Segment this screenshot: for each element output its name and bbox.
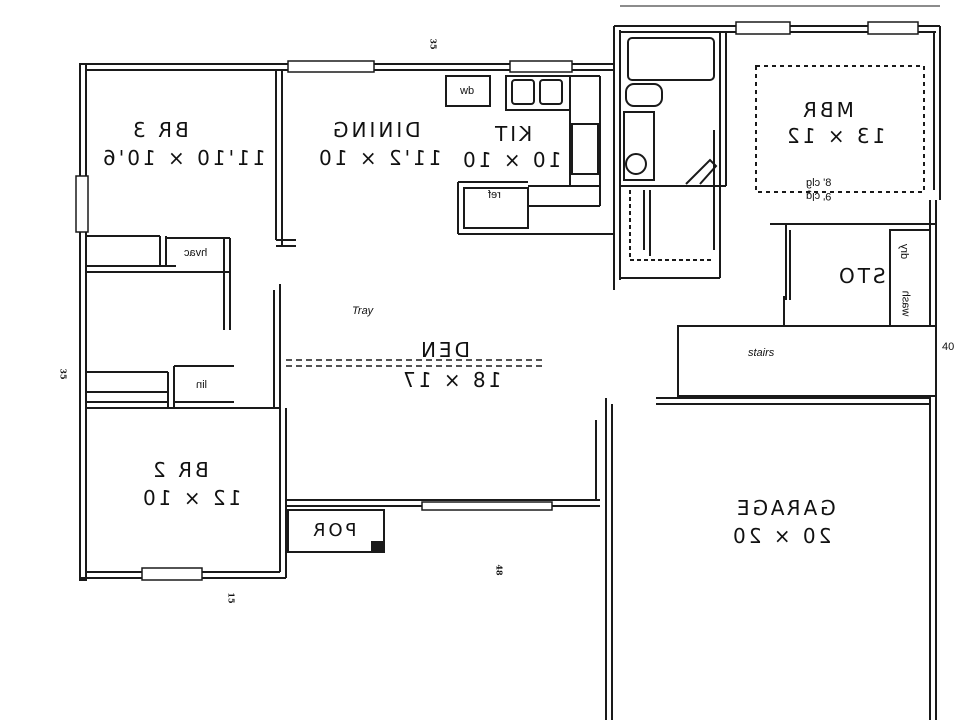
room-dims-br2: 12 × 10 bbox=[140, 486, 242, 510]
room-label-dining: DINING bbox=[330, 118, 421, 142]
room-dims-dining: 11'2 × 10 bbox=[316, 146, 442, 170]
porch-walls bbox=[287, 509, 385, 553]
tray-label: Tray bbox=[352, 305, 374, 317]
room-dims-br3: 11'10 × 10'6 bbox=[100, 146, 266, 170]
dimension-top: 35 bbox=[428, 38, 439, 50]
fixture-hvac: hvac bbox=[184, 247, 208, 259]
kitchen-walls bbox=[445, 75, 614, 235]
room-dims-mbr: 13 × 12 bbox=[784, 124, 886, 148]
room-label-br2: BR 2 bbox=[150, 458, 209, 482]
ceiling-note-1: 8' clg bbox=[806, 177, 832, 189]
ceiling-note-2: 9' clg bbox=[806, 190, 832, 202]
room-label-den: DEN bbox=[418, 338, 470, 362]
dimension-right: 40 bbox=[942, 341, 955, 353]
dimension-left: 35 bbox=[58, 368, 69, 380]
master-suite-walls bbox=[620, 32, 936, 327]
room-label-por: POR bbox=[310, 520, 357, 541]
fixture-ref: ref bbox=[488, 189, 501, 201]
tray-ceiling-lines bbox=[286, 359, 546, 367]
room-label-garage: GARAGE bbox=[734, 496, 836, 520]
room-label-kit: KIT bbox=[492, 122, 533, 146]
fixture-dryer: dry bbox=[898, 243, 911, 260]
room-dims-den: 18 × 17 bbox=[400, 368, 502, 392]
fixture-lin: lin bbox=[196, 379, 208, 391]
room-dims-garage: 20 × 20 bbox=[730, 524, 832, 548]
fixture-washer: wash bbox=[899, 290, 912, 317]
interior-walls-left bbox=[86, 70, 296, 500]
stairs-and-garage-walls bbox=[595, 325, 937, 720]
dimension-bottom-mid: 48 bbox=[494, 564, 505, 576]
stairs-label: stairs bbox=[748, 347, 775, 359]
room-label-br3: BR 3 bbox=[130, 118, 189, 142]
room-label-sto: STO bbox=[836, 264, 886, 288]
room-label-mbr: MBR bbox=[800, 98, 854, 122]
fixture-dw: dw bbox=[460, 85, 475, 97]
dimension-bottom-left: 15 bbox=[226, 592, 237, 604]
room-dims-kit: 10 × 10 bbox=[460, 148, 562, 172]
windows bbox=[75, 21, 919, 581]
